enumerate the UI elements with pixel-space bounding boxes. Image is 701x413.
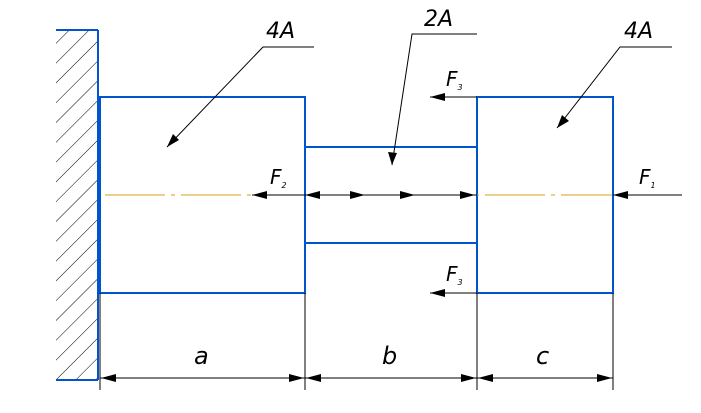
leader-right-area bbox=[556, 46, 672, 129]
wall-hatching bbox=[56, 30, 98, 380]
leader-left-area bbox=[166, 46, 314, 148]
label-left-area: 4A bbox=[266, 19, 295, 44]
dimension-a-label: a bbox=[194, 342, 209, 370]
dimension-c-label: c bbox=[536, 342, 549, 370]
leader-middle-arrowhead bbox=[388, 152, 397, 165]
dim-a-arrow-left bbox=[101, 374, 116, 382]
label-right-area: 4A bbox=[624, 19, 653, 44]
dim-c-arrow-left bbox=[478, 374, 493, 382]
dim-a-arrow-right bbox=[289, 374, 304, 382]
middle-arrowhead-2 bbox=[350, 191, 365, 199]
leader-middle-area bbox=[391, 33, 477, 166]
force-f3-top-label: F3 bbox=[446, 67, 463, 92]
leader-right-arrowhead bbox=[557, 115, 569, 128]
f2-arrowhead bbox=[252, 191, 267, 199]
force-f1-label: F1 bbox=[639, 165, 656, 190]
f3-top-arrowhead bbox=[430, 93, 445, 101]
leader-left-arrowhead bbox=[167, 134, 179, 147]
dimension-b-label: b bbox=[382, 342, 397, 370]
f3-bottom-arrowhead bbox=[430, 289, 445, 297]
middle-arrowhead-4 bbox=[460, 191, 475, 199]
dim-c-arrow-right bbox=[597, 374, 612, 382]
dim-b-arrow-right bbox=[461, 374, 476, 382]
dim-b-arrow-left bbox=[306, 374, 321, 382]
force-f3-bottom-label: F3 bbox=[446, 262, 463, 287]
middle-arrowhead-1 bbox=[305, 191, 320, 199]
middle-arrowhead-3 bbox=[400, 191, 415, 199]
f1-arrowhead bbox=[613, 191, 628, 199]
label-middle-area: 2A bbox=[424, 7, 453, 32]
force-f2-label: F2 bbox=[270, 165, 287, 190]
